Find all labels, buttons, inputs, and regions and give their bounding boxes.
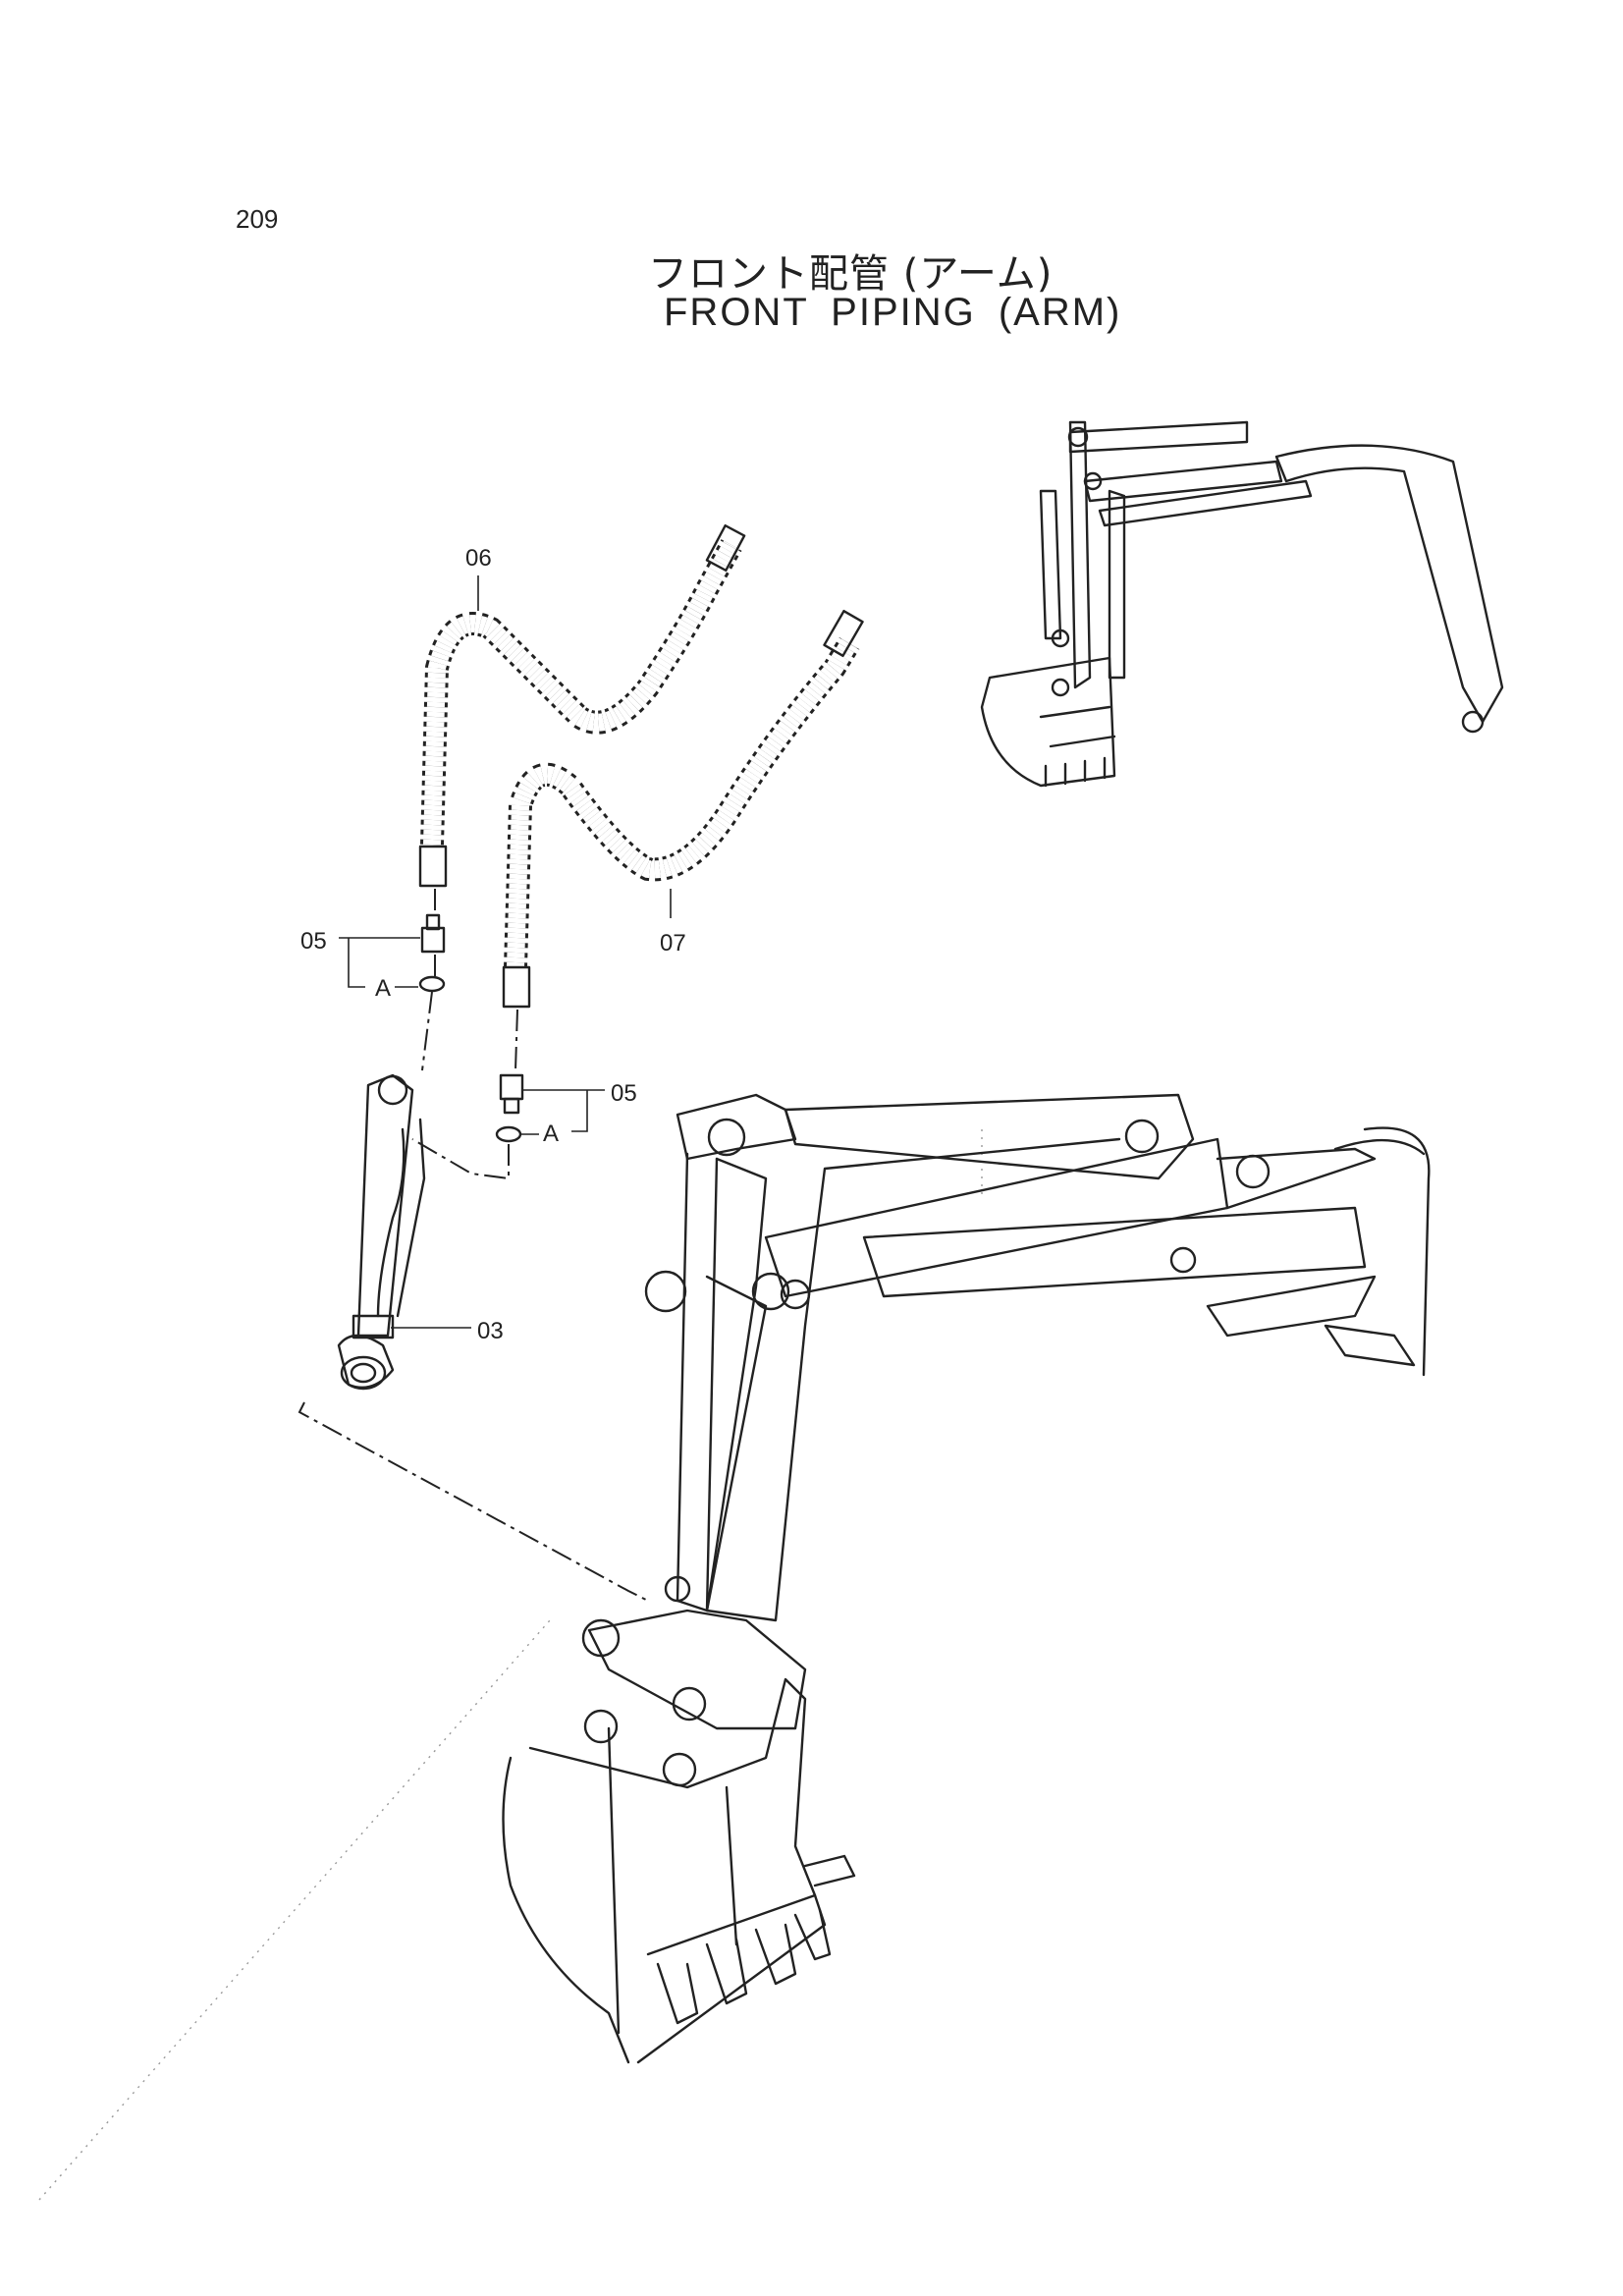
hose-07-drawing <box>502 609 864 1009</box>
fitting-05-right-drawing <box>495 1073 524 1143</box>
callout-07: 07 <box>660 930 686 957</box>
assembly-line-left <box>421 889 436 1071</box>
callout-a-left: A <box>375 975 391 1002</box>
cylinder-03-drawing <box>337 1073 426 1391</box>
callout-06: 06 <box>465 545 492 572</box>
assembly-line-cylinder <box>298 1401 649 1602</box>
title-english: FRONT PIPING (ARM) <box>664 291 1122 334</box>
page-number: 209 <box>236 204 279 234</box>
leader-05-right <box>523 1089 588 1132</box>
title-japanese: フロント配管 (アーム) <box>648 251 1054 297</box>
overview-arm-drawing <box>980 420 1504 788</box>
callout-05-left: 05 <box>300 928 327 955</box>
leader-05-left <box>339 937 420 988</box>
main-arm-drawing <box>502 1093 1431 2064</box>
hose-06-drawing <box>418 523 746 888</box>
callout-05-right: 05 <box>611 1080 637 1107</box>
callout-03: 03 <box>477 1318 504 1344</box>
assembly-line-right <box>411 1009 518 1180</box>
fitting-05-left-drawing <box>418 913 446 993</box>
callout-a-right: A <box>543 1121 559 1147</box>
scan-dots <box>38 1129 983 2201</box>
